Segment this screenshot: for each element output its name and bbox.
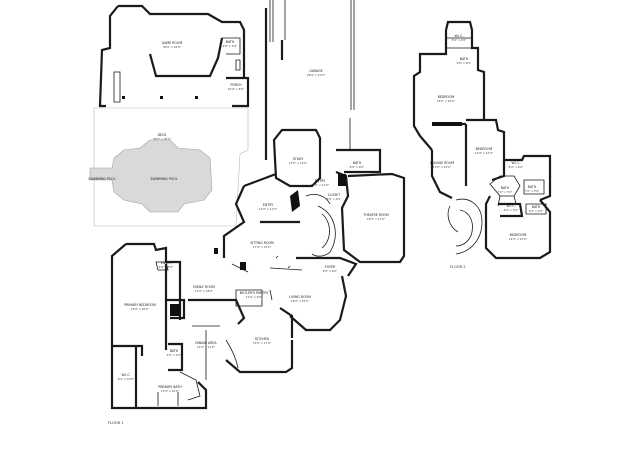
room-bath-upper-b-dim: 7'0" x 5'0" [525,189,540,193]
room-entry-small-dim: 6'0" x 5'0" [159,265,174,269]
room-bath-main: BATH [170,349,179,353]
room-foyer: FOYER [325,265,336,269]
room-bath-upper-c-dim: 5'0" x 4'0" [529,209,544,213]
room-deck: DECK [158,133,168,137]
swimming-pool [89,139,213,213]
room-bath-mid-dim: 9'0" x 6'0" [350,165,365,169]
room-wic-upper-3-dim: 6'0" x 4'0" [504,208,519,212]
room-bath-upper-a-dim: 7'0" x 7'0" [498,190,513,194]
room-wic-upper-3: W.I.C. [507,204,516,208]
kitchen-wing [188,275,348,380]
room-primary-bedroom-dim: 16'0" x 20'0" [131,307,150,311]
room-sitting-dim: 17'0" x 15'0" [253,245,272,249]
room-study-dim: 13'0" x 14'0" [289,161,308,165]
room-entry-2: ENTRY [263,203,273,207]
floor-1-label: FLOOR 1 [108,421,124,425]
room-primary-bath-dim: 13'0" x 10'0" [161,389,180,393]
room-entry-2-dim: 14'0" x 11'0" [259,207,278,211]
floor-2-label: FLOOR 2 [450,265,466,269]
room-bath-upper-top: BATH [460,57,469,61]
deck-area [89,107,249,227]
room-primary-bedroom: PRIMARY BEDROOM [124,303,156,307]
room-wic-main-dim: 9'0" x 10'0" [118,377,135,381]
room-bedroom-upper-3: BEDROOM [510,233,527,237]
room-study: STUDY [293,157,304,161]
room-primary-bath: PRIMARY BATH [158,385,182,389]
room-bath-top: BATH [226,40,235,44]
room-dining-dim: 12'0" x 11'0" [197,345,216,349]
room-swimming-pool-side: SWIMMING POOL [88,177,115,181]
central-wing [272,128,406,264]
room-theatre: THEATRE ROOM [362,213,389,217]
room-butlers-pantry-dim: 11'0" x 6'0" [246,295,263,299]
floor-2-plan: W.I.C. 5'0" x 4'0" BATH 9'0" x 6'0" BEDR… [412,20,552,269]
room-wic-upper-2-dim: 6'0" x 6'0" [509,165,524,169]
room-bath-upper-b: BATH [528,185,537,189]
room-garage-dim: 26'0" x 21'0" [307,73,326,77]
room-swimming-pool: SWIMMING POOL [150,177,177,181]
room-bath-upper-c: BATH [532,205,541,209]
room-dining: DINING AREA [195,341,217,345]
room-closet: CLOSET [328,193,340,197]
room-bath-upper-a: BATH [501,186,510,190]
room-bath-mid: BATH [353,161,362,165]
room-entry-small: ENTRY [161,261,171,265]
room-entry: ENTRY [315,179,325,183]
main-core [214,172,358,277]
room-bath-top-dim: 9'0" x 5'0" [223,44,238,48]
room-bedroom-upper-1: BEDROOM [438,95,455,99]
room-sitting: SITTING ROOM [250,241,274,245]
room-bedroom-upper-2-dim: 14'0" x 12'0" [475,151,494,155]
room-closet-dim: 8'0" x 4'0" [327,197,342,201]
room-bedroom-upper-3-dim: 14'0" x 12'0" [509,237,528,241]
room-porch: PORCH [230,83,242,87]
room-kitchen-dim: 15'0" x 17'0" [253,341,272,345]
room-foyer-dim: 9'0" x 6'0" [323,269,338,273]
room-game-room: GAME ROOM [162,41,183,45]
room-butlers-pantry: BUTLER'S PANTRY [240,291,269,295]
floor-2-labels: W.I.C. 5'0" x 4'0" BATH 9'0" x 6'0" BEDR… [430,34,544,269]
floor-1-labels: GAME ROOM 30'0" x 16'0" BATH 9'0" x 5'0"… [88,40,389,425]
room-family-dim: 17'0" x 18'0" [195,289,214,293]
room-entry-dim: 14'0" x 11'0" [311,183,330,187]
room-bedroom-upper-2: BEDROOM [476,147,493,151]
room-lounge-dim: 13'0" x 15'0" [433,165,452,169]
floor-1-plan: GAME ROOM 30'0" x 16'0" BATH 9'0" x 5'0"… [88,0,406,425]
room-living: LIVING ROOM [289,295,311,299]
room-bath-upper-top-dim: 9'0" x 6'0" [457,61,472,65]
room-wic-upper: W.I.C. [455,34,464,38]
room-garage: GARAGE [309,69,322,73]
bedroom-wing [110,242,208,410]
room-wic-upper-dim: 5'0" x 4'0" [452,38,467,42]
room-living-dim: 16'0" x 15'0" [291,299,310,303]
room-lounge: LOUNGE ROOM [430,161,455,165]
room-game-room-dim: 30'0" x 16'0" [163,45,182,49]
game-room-wing [98,4,250,108]
room-theatre-dim: 18'0" x 17'0" [367,217,386,221]
room-family: FAMILY ROOM [193,285,215,289]
room-deck-dim: 38'0" x 30'0" [153,137,172,141]
room-wic-main: W.I.C. [122,373,131,377]
room-porch-dim: 20'0" x 8'0" [228,87,245,91]
garage-area [264,0,355,160]
room-wic-upper-2: W.I.C. [512,161,521,165]
room-bath-main-dim: 5'0" x 4'0" [167,353,182,357]
room-bedroom-upper-1-dim: 16'0" x 15'0" [437,99,456,103]
room-kitchen: KITCHEN [255,337,269,341]
